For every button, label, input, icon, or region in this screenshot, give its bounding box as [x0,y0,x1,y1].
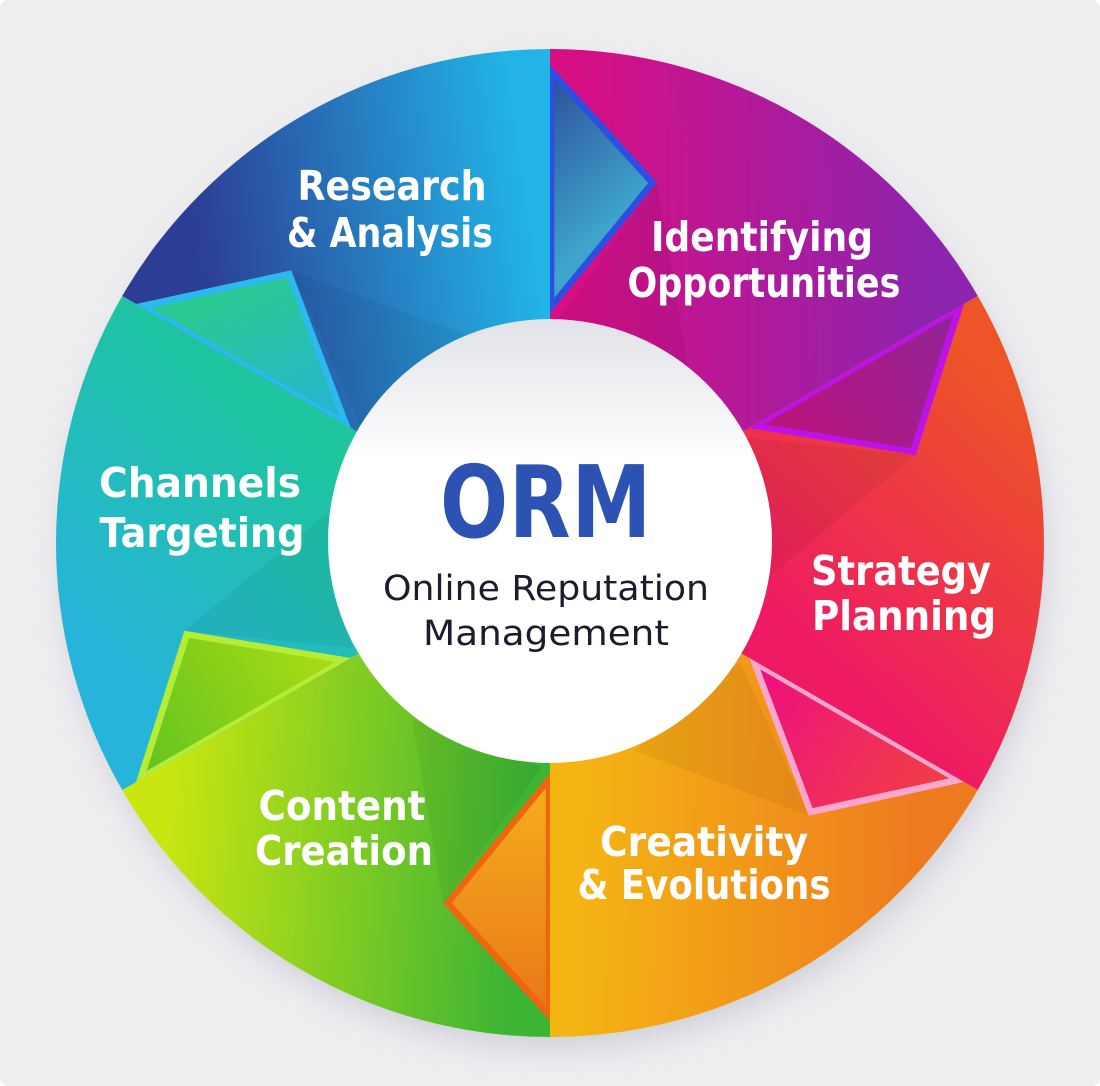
center-circle [328,319,772,763]
arrow-research-identifying [554,79,649,298]
arrow-shadow-content-channels [184,511,353,649]
label-creativity-line2: & Evolutions [578,861,831,909]
label-research-line1: Research [298,162,487,210]
label-research-line2: & Analysis [287,209,493,257]
arrow-strategy-creativity [760,669,950,809]
arrow-channels-research [150,277,340,417]
arrow-shadow-creativity-content [412,719,543,904]
label-content-line2: Creation [255,827,433,875]
arrow-shadow-strategy-creativity [633,661,809,816]
arrow-shadow-identifying-strategy [747,437,916,575]
center-text: ORM Online Reputation Management [383,444,709,654]
label-channels-line1: Channels [99,459,301,507]
label-identifying-line2: Opportunities [628,259,901,307]
arrow-content-channels [146,637,336,771]
label-content-line1: Content [259,782,426,830]
arrow-shadow-channels-research [291,270,467,425]
center-subtitle-line1: Online Reputation [383,569,709,609]
label-strategy-line2: Planning [812,592,996,640]
label-strategy-line1: Strategy [811,547,991,595]
label-channels-line2: Targeting [100,509,305,557]
label-creativity-line1: Creativity [600,818,808,866]
label-identifying-line1: Identifying [651,213,873,261]
arrow-identifying-strategy [764,315,954,449]
arrow-shadow-research-identifying [557,182,688,367]
segment-labels: Identifying Opportunities Strategy Plann… [99,162,996,909]
center-subtitle-line2: Management [423,614,669,654]
flow-arrows [136,65,964,1021]
center-title: ORM [440,444,652,561]
arrow-creativity-content [451,788,546,1007]
arrow-shadows [184,182,916,904]
